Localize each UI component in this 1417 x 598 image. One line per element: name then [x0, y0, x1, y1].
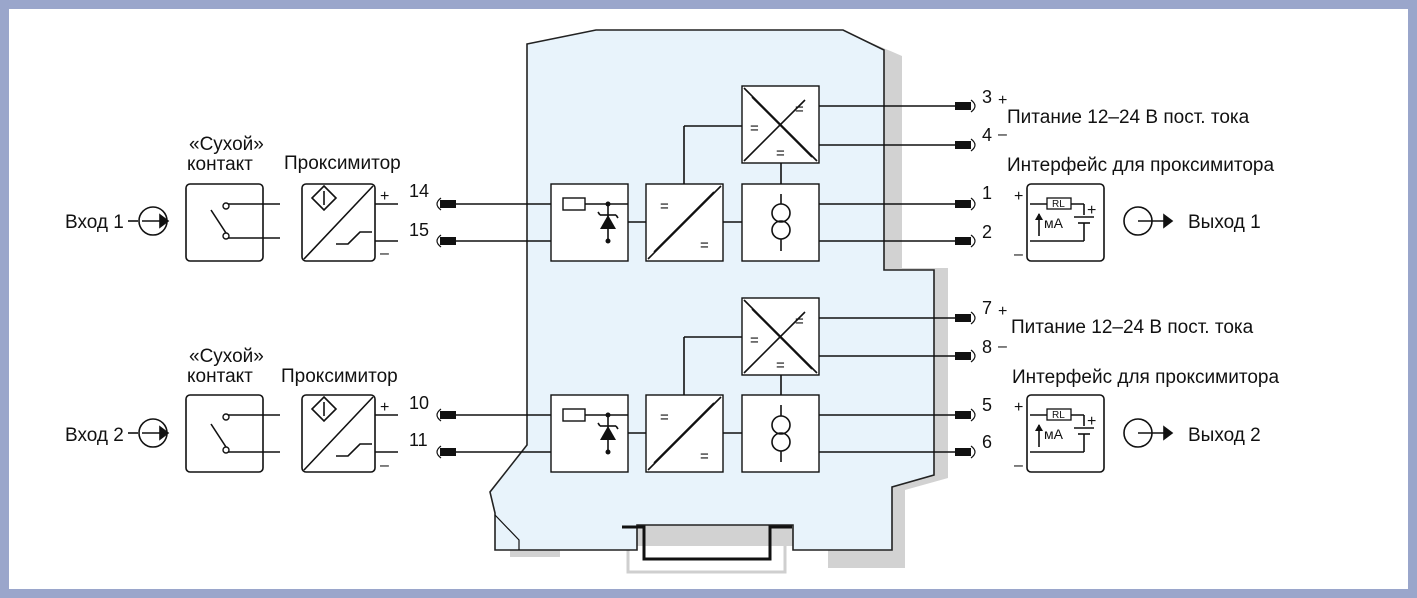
interface-1-minus: –	[1014, 246, 1023, 263]
resistor-diode-1-icon	[562, 197, 628, 244]
channel-1: Вход 1 «Сухой» контакт Проксимитор + –	[65, 85, 1274, 263]
dry-contact-2-label: «Сухой»	[189, 346, 264, 367]
power-1-label: Питание 12–24 В пост. тока	[1007, 107, 1250, 128]
input-protection-1-box	[550, 183, 629, 262]
interface-2-label: Интерфейс для проксимитора	[1012, 367, 1279, 388]
din-rail	[622, 525, 792, 561]
interface-1-plus: +	[1014, 188, 1023, 205]
input-2-label: Вход 2	[65, 425, 124, 446]
input-2-arrow-icon	[142, 425, 170, 441]
terminal-6-label: 6	[982, 432, 992, 452]
terminal-7-pin	[955, 314, 971, 322]
dry-contact-1-label: «Сухой»	[189, 134, 264, 155]
housing-foot	[494, 514, 520, 550]
interface-2-circuit-icon	[1030, 408, 1094, 453]
terminal-7-label: 7	[982, 298, 992, 318]
terminal-8-label: 8	[982, 337, 992, 357]
terminal-7-plus: +	[998, 303, 1007, 320]
current-source-2-icon	[771, 405, 791, 462]
terminal-3-label: 3	[982, 87, 992, 107]
proximitor-1-plus: +	[380, 188, 389, 205]
proximitor-2-minus: –	[380, 457, 389, 474]
output-2-label: Выход 2	[1188, 425, 1261, 446]
terminal-5-label: 5	[982, 395, 992, 415]
interface-1-cap-plus: +	[1087, 202, 1096, 219]
terminal-8-pin	[955, 352, 971, 360]
proximitor-1-label: Проксимитор	[284, 153, 401, 174]
dry-contact-1-label-2: контакт	[187, 154, 253, 175]
interface-1-rl: RL	[1052, 199, 1065, 210]
power-converter-1-eq-a: =	[795, 101, 804, 118]
terminal-1-label: 1	[982, 183, 992, 203]
interface-2-rl: RL	[1052, 410, 1065, 421]
power-2-label: Питание 12–24 В пост. тока	[1011, 317, 1254, 338]
terminal-11-pin	[440, 448, 456, 456]
proximity-sensor-2-icon	[303, 395, 374, 471]
terminal-1-pin	[955, 200, 971, 208]
interface-2-cap-plus: +	[1087, 413, 1096, 430]
terminal-11-label: 11	[409, 430, 428, 450]
dry-contact-2-label-2: контакт	[187, 366, 253, 387]
interface-1-circuit-icon	[1030, 197, 1094, 242]
output-2-arrow-icon	[1138, 425, 1174, 441]
input-1-arrow-icon	[142, 213, 170, 229]
output-1-arrow-icon	[1138, 213, 1174, 229]
power-converter-2-eq-a: =	[795, 313, 804, 330]
channel-2: Вход 2 «Сухой» контакт Проксимитор + – 1…	[65, 297, 1279, 474]
isolator-1-eq-out: =	[700, 237, 709, 254]
terminal-4-pin	[955, 141, 971, 149]
terminal-15-pin	[440, 237, 456, 245]
switch-2-icon	[210, 413, 280, 454]
terminal-6-pin	[955, 448, 971, 456]
terminal-15-label: 15	[409, 220, 429, 240]
input-protection-2-box	[550, 394, 629, 473]
terminal-3-pin	[955, 102, 971, 110]
interface-1-ma: мА	[1044, 215, 1064, 231]
resistor-diode-2-icon	[562, 408, 628, 455]
terminal-4-minus: –	[998, 126, 1007, 143]
interface-1-label: Интерфейс для проксимитора	[1007, 155, 1274, 176]
terminal-8-minus: –	[998, 338, 1007, 355]
dry-contact-2-box	[185, 394, 264, 473]
terminal-5-pin	[955, 411, 971, 419]
interface-2-ma: мА	[1044, 426, 1064, 442]
power-converter-1-eq-b: =	[750, 120, 759, 137]
terminal-10-pin	[440, 411, 456, 419]
switch-1-icon	[210, 202, 280, 240]
isolator-1-diagonal-2	[653, 191, 715, 253]
terminal-2-pin	[955, 237, 971, 245]
terminal-14-clamp	[436, 197, 442, 211]
terminal-15-clamp	[436, 234, 442, 248]
dry-contact-1-box	[185, 183, 264, 262]
terminal-2-label: 2	[982, 222, 992, 242]
isolator-2-eq-out: =	[700, 448, 709, 465]
terminal-3-plus: +	[998, 92, 1007, 109]
power-converter-2-eq-c: =	[776, 357, 785, 374]
output-1-label: Выход 1	[1188, 212, 1261, 233]
proximitor-2-label: Проксимитор	[281, 366, 398, 387]
interface-2-minus: –	[1014, 457, 1023, 474]
interface-2-plus: +	[1014, 399, 1023, 416]
power-converter-2-eq-b: =	[750, 332, 759, 349]
proximity-sensor-1-icon	[303, 184, 374, 260]
isolator-2-eq-in: =	[660, 409, 669, 426]
terminal-10-label: 10	[409, 393, 429, 413]
input-1-label: Вход 1	[65, 212, 124, 233]
terminal-4-label: 4	[982, 125, 992, 145]
current-source-1-icon	[771, 194, 791, 251]
terminal-14-label: 14	[409, 181, 429, 201]
power-converter-1-eq-c: =	[776, 145, 785, 162]
proximitor-1-minus: –	[380, 245, 389, 262]
terminal-14-pin	[440, 200, 456, 208]
isolator-1-eq-in: =	[660, 198, 669, 215]
proximitor-2-plus: +	[380, 399, 389, 416]
